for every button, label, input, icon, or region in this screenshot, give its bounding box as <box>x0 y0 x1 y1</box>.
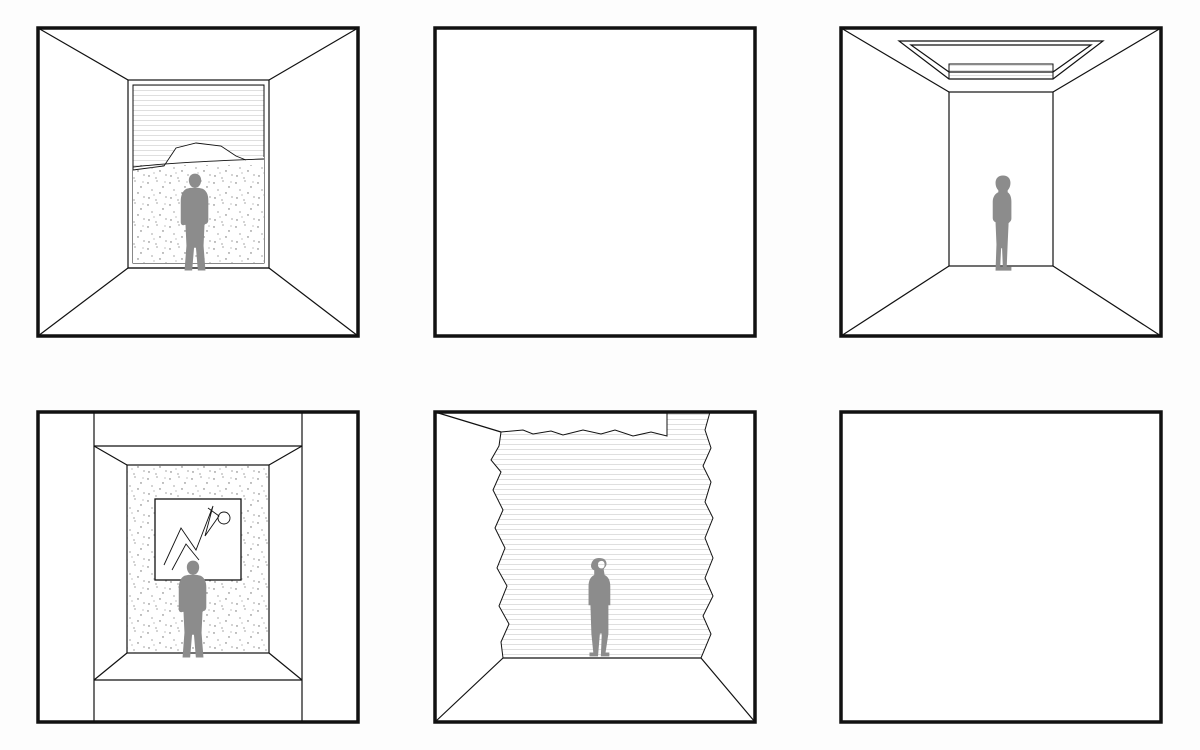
panel-5-drawing <box>433 410 757 724</box>
panel-2-drawing <box>433 26 757 338</box>
panel-6-drawing <box>839 410 1163 724</box>
panel-3-drawing <box>839 26 1163 338</box>
panel-1-drawing <box>36 26 360 338</box>
panel-gallery <box>36 410 360 724</box>
panel-4-drawing <box>36 410 360 724</box>
panel-open-sky <box>433 26 757 338</box>
panel-room-window <box>36 26 360 338</box>
panel-landscape-dome <box>839 410 1163 724</box>
panel-ruined-room <box>433 410 757 724</box>
panel-room-skylight <box>839 26 1163 338</box>
broken-walls-sky <box>490 411 714 659</box>
skylight-opening <box>948 63 1054 80</box>
